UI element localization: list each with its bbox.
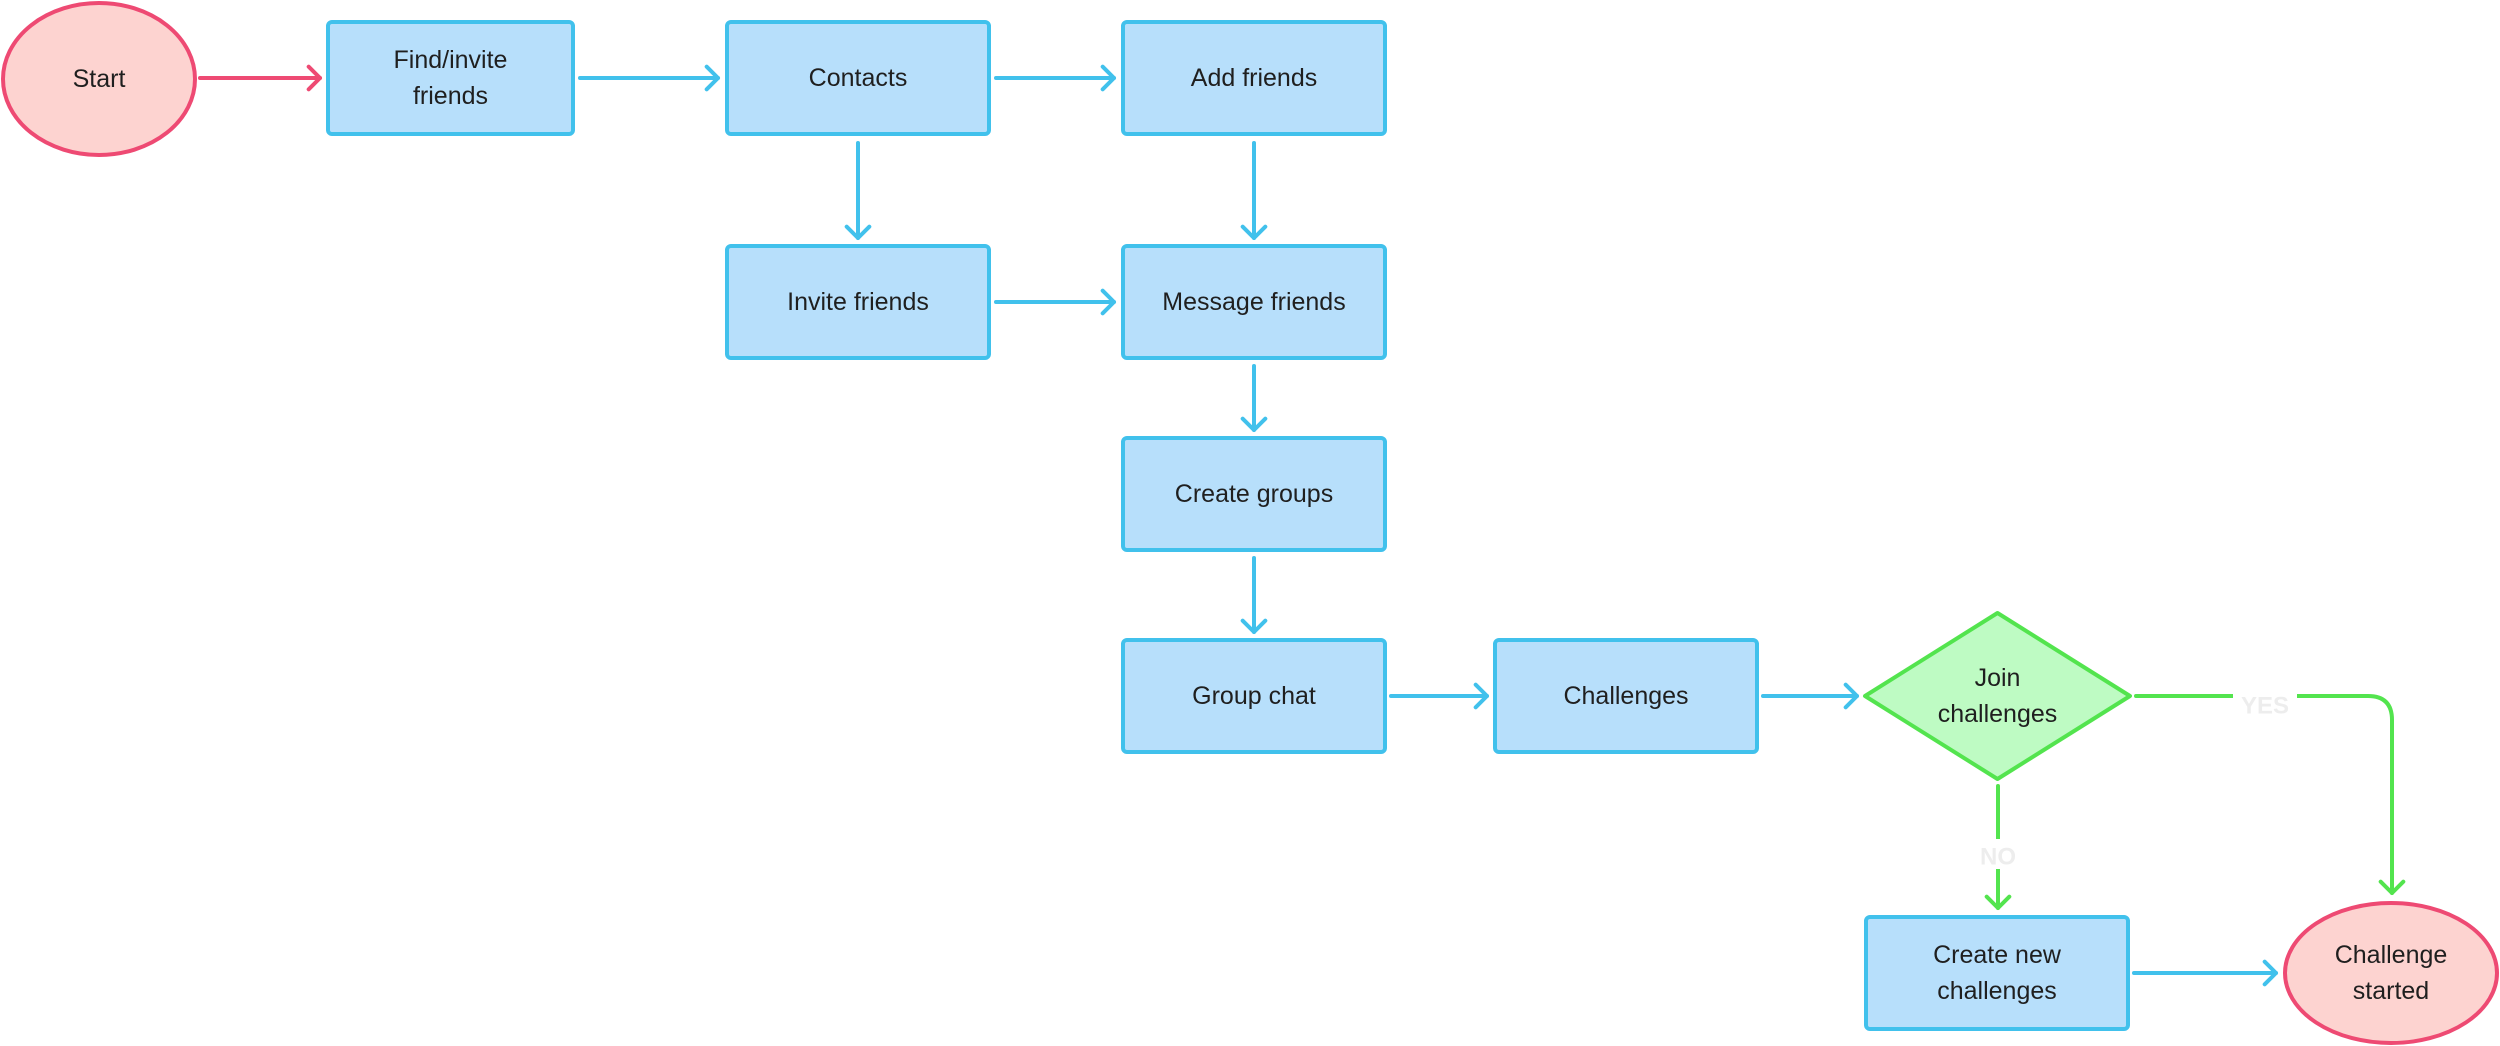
node-message-friends-shape [1121,244,1387,360]
edge-add-friends-to-message-friends [1240,141,1268,240]
node-contacts: Contacts [725,20,991,136]
node-join-challenges-label: challenges [1938,700,2058,728]
edge-contacts-to-add-friends [994,64,1116,92]
node-create-new-label: challenges [1937,977,2057,1005]
node-create-groups: Create groups [1121,436,1387,552]
node-contacts-shape [725,20,991,136]
node-invite-friends-shape [725,244,991,360]
node-create-new: Create new challenges [1864,915,2130,1031]
node-challenge-started-label: started [2353,977,2429,1005]
edge-group-chat-to-challenges [1389,682,1489,710]
edge-label-background [2233,688,2297,718]
edges-layer: YES NO [198,64,2406,987]
node-join-challenges: Join challenges [1863,611,2132,781]
node-start-label: Start [73,65,126,93]
node-start: Start [1,1,197,157]
edge-contacts-to-invite-friends [844,141,872,240]
arrowhead-icon [704,64,720,92]
edge-create-new-to-challenge-started [2132,959,2278,987]
node-add-friends: Add friends [1121,20,1387,136]
edge-message-friends-to-create-groups [1240,364,1268,432]
arrowhead-icon [2378,879,2406,895]
edge-join-challenges-to-create-new: NO [1966,784,2030,910]
edge-challenges-to-join-challenges [1761,682,1859,710]
edge-label-no: NO [1980,844,2016,871]
node-create-new-shape [1864,915,2130,1031]
node-find-invite: Find/invite friends [326,20,575,136]
arrowhead-icon [1240,618,1268,634]
edge-line [2134,694,2394,895]
node-message-friends-label: Message friends [1162,288,1345,316]
edge-find-invite-to-contacts [578,64,720,92]
arrowhead-icon [1100,288,1116,316]
node-add-friends-label: Add friends [1191,64,1317,92]
node-challenge-started-shape [2283,901,2499,1045]
node-group-chat: Group chat [1121,638,1387,754]
node-join-challenges-label: Join [1975,664,2021,692]
node-create-groups-label: Create groups [1175,480,1333,508]
node-start-shape [1,1,197,157]
node-contacts-label: Contacts [809,64,908,92]
node-challenges: Challenges [1493,638,1759,754]
node-invite-friends-label: Invite friends [787,288,929,316]
edge-start-to-find-invite [198,64,322,92]
arrowhead-icon [844,224,872,240]
node-challenge-started-label: Challenge [2335,941,2448,969]
node-create-new-label: Create new [1933,941,2062,969]
node-find-invite-label: Find/invite [394,46,508,74]
node-invite-friends: Invite friends [725,244,991,360]
arrowhead-icon [1843,682,1859,710]
arrowhead-icon [2262,959,2278,987]
edge-label-yes: YES [2241,693,2289,720]
node-join-challenges-shape [1863,611,2132,781]
arrowhead-icon [1100,64,1116,92]
node-group-chat-label: Group chat [1192,682,1316,710]
edge-invite-friends-to-message-friends [994,288,1116,316]
node-create-groups-shape [1121,436,1387,552]
node-find-invite-label: friends [413,82,488,110]
arrowhead-icon [1240,416,1268,432]
node-find-invite-shape [326,20,575,136]
arrowhead-icon [306,64,322,92]
arrowhead-icon [1240,224,1268,240]
node-challenges-shape [1493,638,1759,754]
edge-label-background [1966,839,2030,869]
arrowhead-icon [1473,682,1489,710]
arrowhead-icon [1984,894,2012,910]
node-challenge-started: Challenge started [2283,901,2499,1045]
node-group-chat-shape [1121,638,1387,754]
edge-join-challenges-to-challenge-started: YES [2134,688,2406,895]
node-message-friends: Message friends [1121,244,1387,360]
edge-create-groups-to-group-chat [1240,556,1268,634]
node-add-friends-shape [1121,20,1387,136]
node-challenges-label: Challenges [1563,682,1688,710]
